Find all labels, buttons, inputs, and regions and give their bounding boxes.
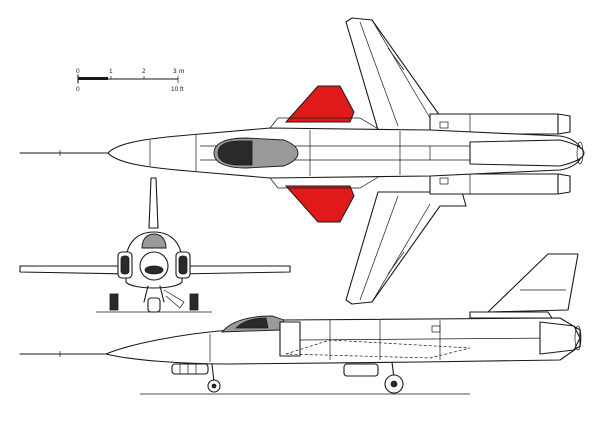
canard-upper	[284, 85, 355, 123]
scale-tick-0-m: 0	[76, 68, 80, 75]
top-view-wing-lower	[345, 191, 467, 305]
side-view	[19, 253, 582, 395]
scale-tick-3-m: 3	[173, 68, 177, 75]
scale-unit-m: m	[179, 68, 184, 75]
scale-bar: 0 1 2 3 m 0 10 ft	[76, 68, 184, 93]
top-view	[19, 17, 585, 305]
scale-tick-2-m: 2	[142, 68, 146, 75]
scale-tick-1-m: 1	[109, 68, 113, 75]
scale-tick-10-ft: 10	[171, 86, 179, 93]
front-view-fin	[148, 177, 159, 229]
top-view-wing-upper	[345, 17, 467, 131]
nacelle-lower	[429, 173, 559, 195]
side-view-fuselage	[105, 317, 581, 365]
front-view-wing-left	[19, 265, 135, 275]
scale-tick-0-ft: 0	[76, 86, 80, 93]
canard-lower	[284, 185, 355, 223]
front-view	[19, 177, 291, 313]
scale-unit-ft: ft	[180, 86, 184, 93]
side-view-fin	[487, 253, 579, 313]
front-view-wing-right	[175, 265, 291, 275]
